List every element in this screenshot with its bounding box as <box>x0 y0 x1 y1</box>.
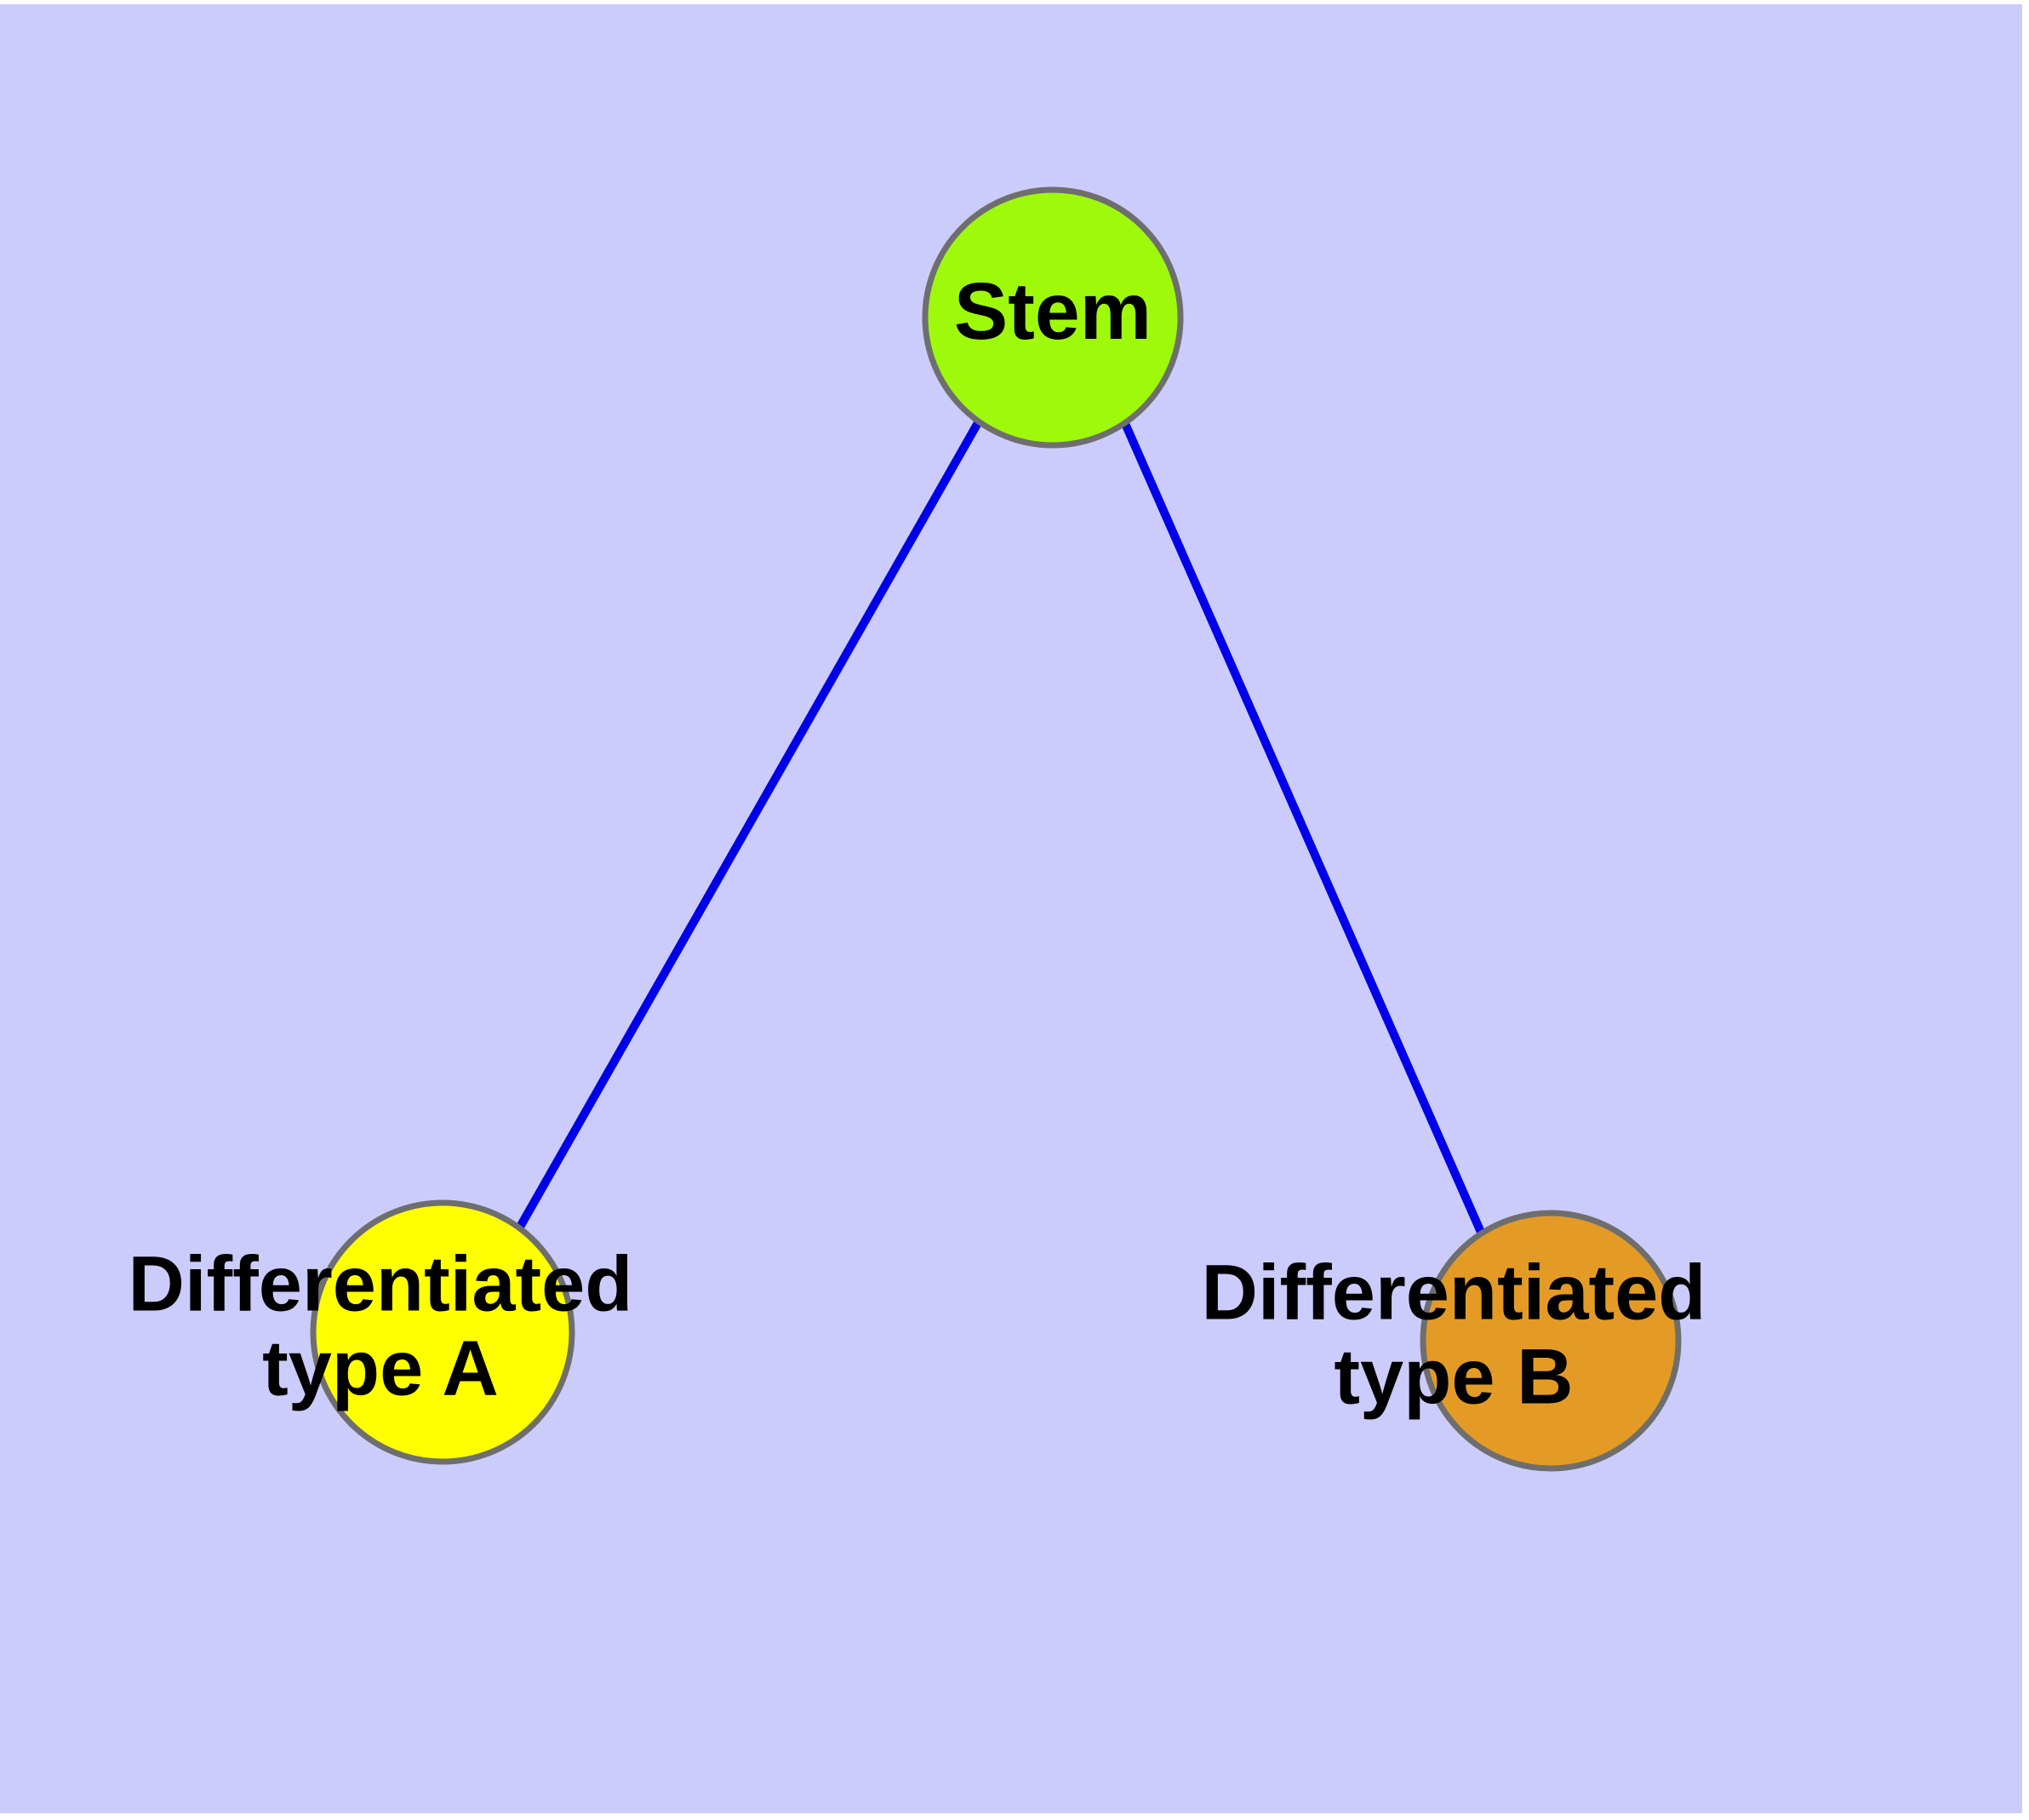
node-stem-circle[interactable] <box>922 186 1184 449</box>
label-line: Stem <box>954 266 1152 357</box>
node-diff-b[interactable] <box>1420 1210 1682 1472</box>
label-line: Differentiated <box>1202 1250 1706 1336</box>
label-line: type A <box>262 1325 499 1412</box>
node-stem-label: Stem <box>954 266 1152 357</box>
edge-group <box>515 417 1487 1239</box>
node-stem[interactable] <box>922 186 1184 449</box>
edge-stem-to-diff-a[interactable] <box>515 419 983 1231</box>
label-line: type B <box>1334 1334 1573 1421</box>
node-diff-a-circle[interactable] <box>310 1199 575 1465</box>
label-line: Differentiated <box>129 1241 633 1328</box>
node-diff-a[interactable] <box>310 1199 575 1465</box>
node-diff-b-circle[interactable] <box>1420 1210 1682 1472</box>
edge-stem-to-diff-b[interactable] <box>1119 417 1487 1239</box>
